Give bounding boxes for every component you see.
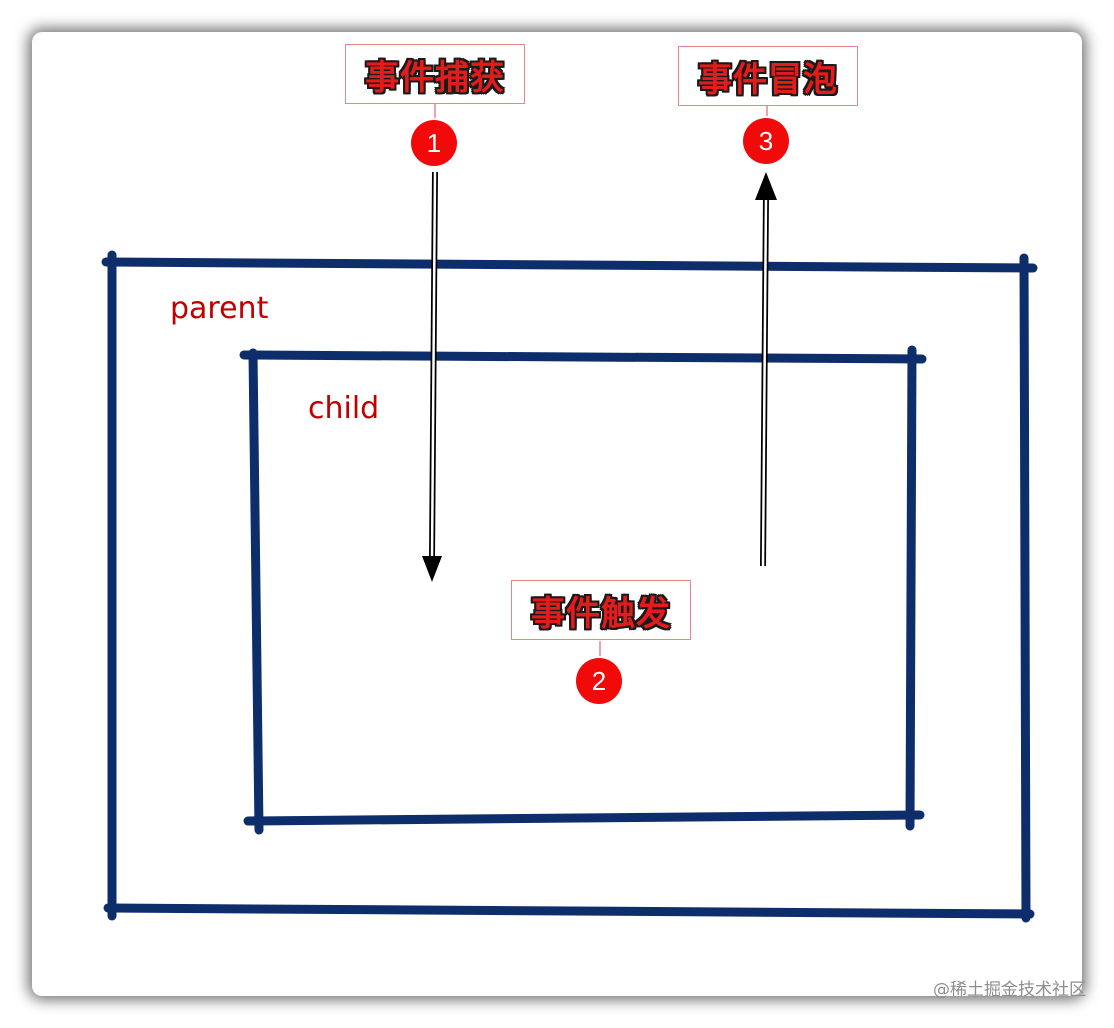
step-bubble-badge: 3 (743, 118, 789, 164)
child-label: child (308, 391, 380, 426)
step-capture-badge: 1 (411, 120, 457, 166)
step-trigger-title: 事件触发 (531, 593, 671, 634)
child-box (239, 345, 927, 835)
parent-label: parent (170, 291, 269, 326)
step-bubble-title: 事件冒泡 (698, 59, 838, 100)
watermark: @稀土掘金技术社区 (933, 980, 1086, 1000)
step-trigger-box: 事件触发 (511, 580, 691, 640)
step-capture-title: 事件捕获 (365, 57, 505, 98)
step-capture-box: 事件捕获 (345, 44, 525, 104)
step-trigger-badge: 2 (576, 658, 622, 704)
step-bubble-box: 事件冒泡 (678, 46, 858, 106)
parent-box (101, 250, 1038, 923)
step-connectors (434, 104, 768, 660)
bubble-arrow (755, 172, 777, 567)
capture-arrow (422, 171, 442, 582)
